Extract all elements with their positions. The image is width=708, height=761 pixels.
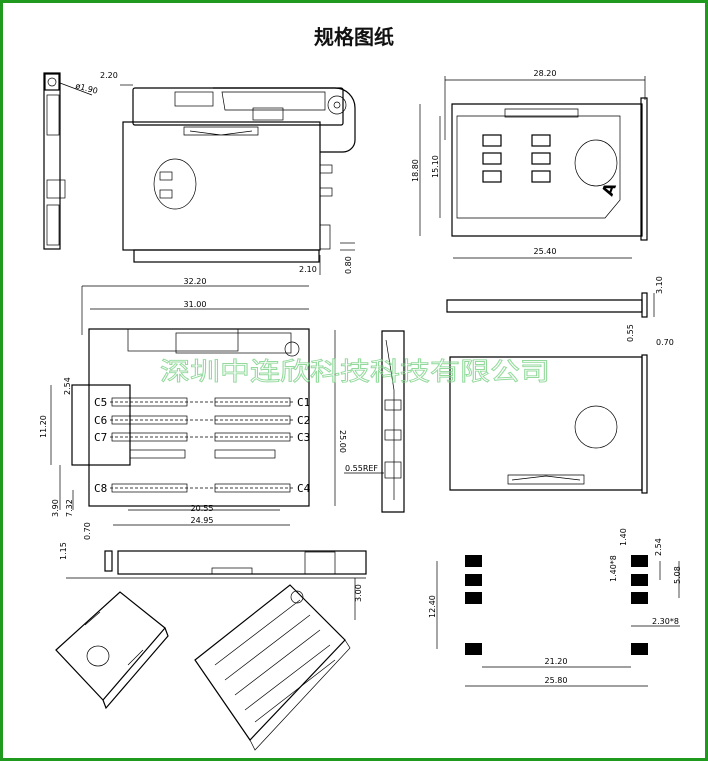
side-view-right: 0.55REF xyxy=(344,330,405,513)
card-mark: A xyxy=(598,180,620,199)
dim-2-54: 2.54 xyxy=(63,377,72,395)
dim-5-08: 5.08 xyxy=(673,566,682,584)
dim-2-54-pitch: 2.54 xyxy=(654,538,663,556)
dim-15-10: 15.10 xyxy=(431,155,440,178)
dim-2-20: 2.20 xyxy=(100,71,118,80)
dim-0-55: 0.55 xyxy=(626,324,635,342)
dim-dia-1-90: ø1.90 xyxy=(74,81,98,96)
dim-0-80: 0.80 xyxy=(344,256,353,274)
dim-2-30x8: 2.30*8 xyxy=(652,617,679,626)
contact-label-c5: C5 xyxy=(94,396,107,409)
dim-1-40x8: 1.40*8 xyxy=(609,555,618,582)
dim-2-10: 2.10 xyxy=(299,265,317,274)
dim-24-95: 24.95 xyxy=(191,516,214,525)
dim-25-00: 25.00 xyxy=(338,430,347,453)
dim-3-90: 3.90 xyxy=(51,499,60,517)
dim-1-15: 1.15 xyxy=(59,542,68,560)
dim-12-40: 12.40 xyxy=(428,595,437,618)
page-title: 规格图纸 xyxy=(314,25,394,49)
contact-rows xyxy=(110,397,295,493)
dim-7-32: 7.32 xyxy=(65,499,74,517)
dim-1-40: 1.40 xyxy=(619,528,628,546)
contact-label-c4: C4 xyxy=(297,482,311,495)
dim-3-00: 3.00 xyxy=(354,584,363,602)
spec-drawing: 规格图纸 ø1.90 2.20 2.10 0.80 28 xyxy=(39,25,682,751)
dim-0-70: 0.70 xyxy=(83,522,92,540)
dim-25-40: 25.40 xyxy=(534,247,557,256)
isometric-tray xyxy=(55,591,169,710)
watermark-text: 深圳中连欣科技科技有限公司 xyxy=(160,357,550,386)
dim-20-55: 20.55 xyxy=(191,504,214,513)
card-top-view: 28.20 A 18.80 15.10 25.40 xyxy=(411,69,648,259)
contact-label-c3: C3 xyxy=(297,431,310,444)
contact-label-c6: C6 xyxy=(94,414,107,427)
dim-18-80: 18.80 xyxy=(411,159,420,182)
contact-label-c2: C2 xyxy=(297,414,310,427)
dim-31-00: 31.00 xyxy=(184,300,207,309)
connector-side-view: 1.15 0.70 3.00 xyxy=(59,522,367,620)
tray-view: 3.10 0.55 0.70 xyxy=(446,276,674,494)
contact-label-c7: C7 xyxy=(94,431,107,444)
pcb-footprint: 12.40 21.20 25.80 1.40 1.40*8 2.54 5.08 … xyxy=(428,528,682,687)
dim-21-20: 21.20 xyxy=(545,657,568,666)
contact-label-c1: C1 xyxy=(297,396,310,409)
dim-25-80: 25.80 xyxy=(545,676,568,685)
side-view-left: ø1.90 xyxy=(43,72,99,250)
connector-bottom-view: 32.20 31.00 C5 C6 C7 C8 C1 C2 C3 C4 25.0… xyxy=(39,277,347,526)
isometric-connector xyxy=(194,584,351,751)
dim-0-70: 0.70 xyxy=(656,338,674,347)
contact-label-c8: C8 xyxy=(94,482,107,495)
connector-top-view: 2.20 2.10 0.80 xyxy=(100,71,356,275)
dim-32-20: 32.20 xyxy=(184,277,207,286)
dim-3-10: 3.10 xyxy=(655,276,664,294)
dim-0-55-ref: 0.55REF xyxy=(345,464,378,473)
dim-11-20: 11.20 xyxy=(39,415,48,438)
card-contact-pads xyxy=(482,134,551,183)
dim-28-20: 28.20 xyxy=(534,69,557,78)
